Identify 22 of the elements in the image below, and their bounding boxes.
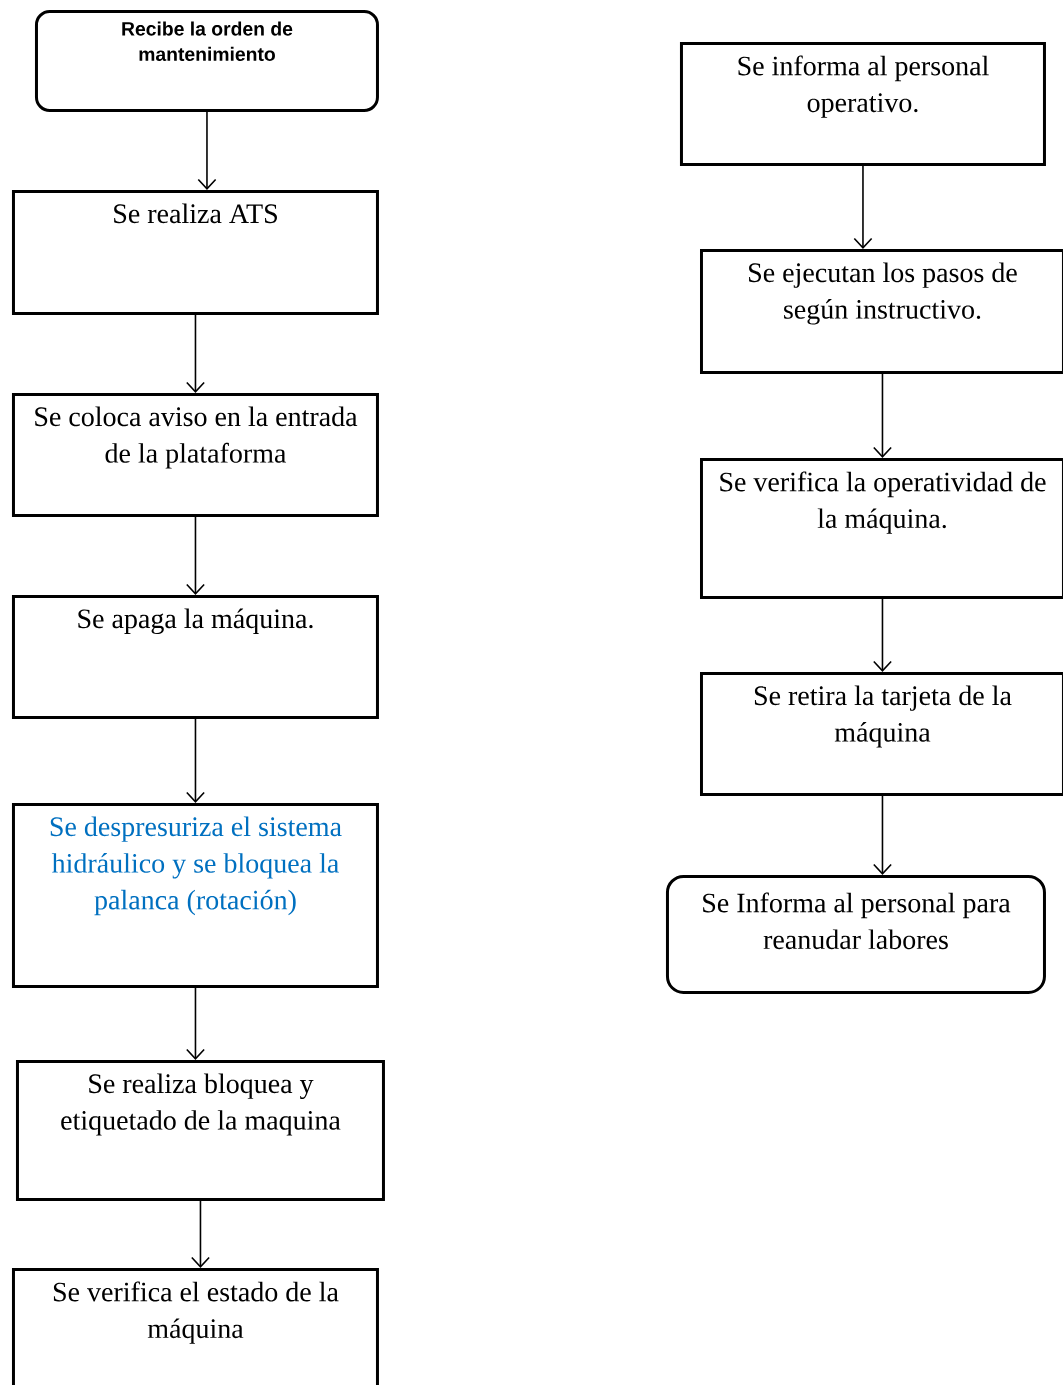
arrow [186, 718, 205, 803]
process-box: Se realiza ATS [11, 190, 379, 315]
process-box: Se despresuriza el sistema hidráulico y se bloquea la palanca (rotación) [11, 803, 379, 988]
arrow [197, 111, 217, 190]
start-box: Recibe la orden de mantenimiento [34, 10, 379, 112]
arrow [873, 795, 892, 875]
process-box: Se ejecutan los pasos de según instructivo. [699, 249, 1063, 374]
arrow [186, 314, 205, 393]
process-box: Se informa al personal operativo. [679, 42, 1046, 166]
process-box: Se coloca aviso en la entrada de la plataforma [11, 393, 379, 517]
arrow [186, 516, 205, 595]
process-box: Se verifica el estado de la máquina [11, 1267, 379, 1385]
arrow [853, 165, 873, 249]
process-box: Se realiza bloquea y etiquetado de la maquina [15, 1060, 385, 1201]
arrow [873, 373, 892, 458]
process-box: Se retira la tarjeta de la máquina [699, 671, 1063, 796]
arrow [191, 1200, 210, 1268]
process-box: Se verifica la operatividad de la máquina. [699, 457, 1063, 599]
end-box: Se Informa al personal para reanudar labores [665, 874, 1046, 994]
arrow [186, 987, 205, 1060]
process-box: Se apaga la máquina. [11, 594, 379, 719]
arrow [873, 598, 892, 672]
